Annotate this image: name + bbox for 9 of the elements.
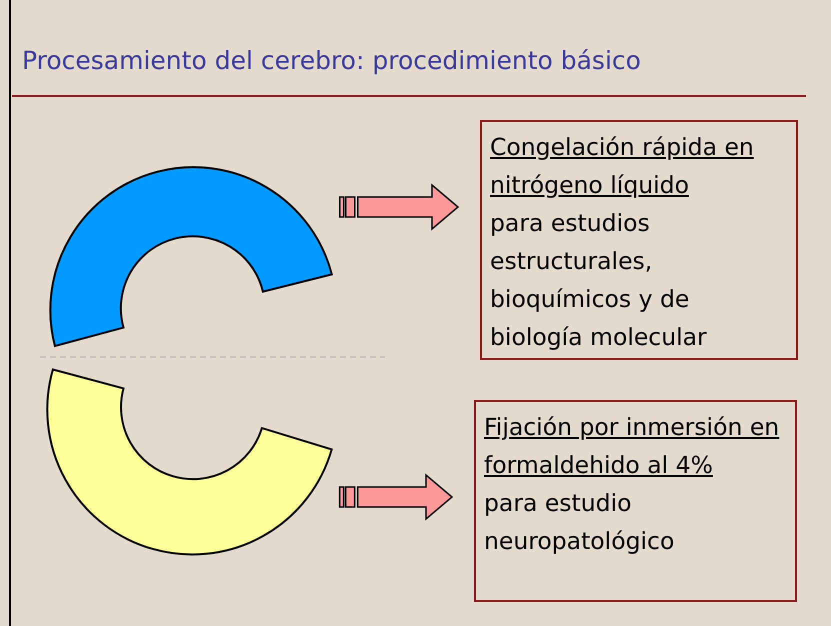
arc-shape xyxy=(49,165,334,348)
arc-shape xyxy=(47,368,332,553)
block-arrow xyxy=(338,473,454,521)
slide-title: Procesamiento del cerebro: procedimiento básico xyxy=(22,46,641,75)
text-box xyxy=(474,400,797,602)
box-text: para estudio neuropatológico xyxy=(484,488,676,557)
box-text: para estudios estructurales, bioquímicos y de biología molecular xyxy=(490,208,708,353)
block-arrow xyxy=(339,183,460,231)
text-box xyxy=(480,120,798,360)
